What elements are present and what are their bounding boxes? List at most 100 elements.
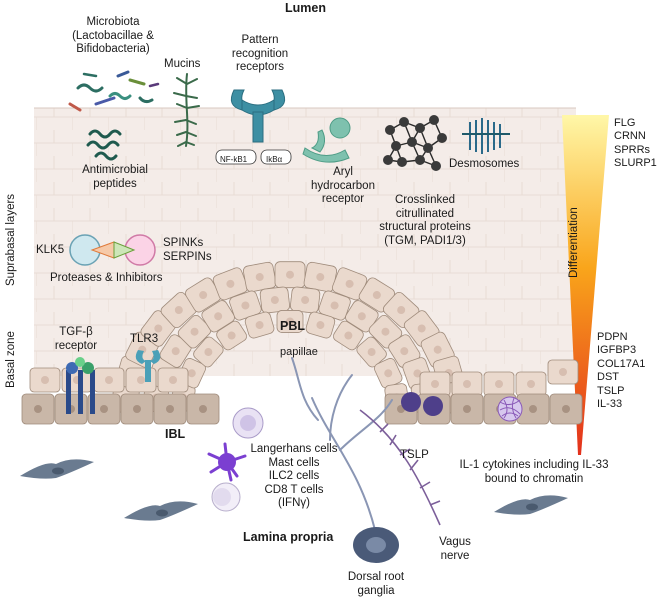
tslp-label: TSLP bbox=[400, 449, 429, 461]
langerhans-cell-icon bbox=[232, 407, 264, 439]
prr-label: Pattern recognition receptors bbox=[231, 34, 289, 73]
basal-cell-row bbox=[21, 393, 583, 425]
immune-cells-label: Langerhans cells Mast cells ILC2 cells C… bbox=[250, 443, 338, 509]
epithelial-cell bbox=[157, 367, 189, 393]
crosslinked-label: Crosslinked citrullinated structural pro… bbox=[379, 194, 471, 247]
epithelial-cell bbox=[216, 320, 247, 351]
fibroblast-icon bbox=[124, 501, 198, 521]
basal-axis-label: Basal zone bbox=[5, 331, 17, 388]
antimicrobial-peptide-icon bbox=[86, 129, 122, 161]
marker-item: IL-33 bbox=[597, 398, 623, 411]
marker-item: SPRRs bbox=[614, 143, 651, 156]
nfkb-box bbox=[215, 149, 257, 165]
epithelial-cell bbox=[356, 336, 387, 368]
epithelial-cell bbox=[160, 291, 198, 329]
epithelial-cell bbox=[483, 371, 515, 397]
marker-item: DST bbox=[597, 371, 619, 384]
marker-item: IGFBP3 bbox=[597, 344, 637, 357]
basal-cell bbox=[153, 393, 187, 425]
sensory-nerve bbox=[291, 357, 393, 531]
lamina-propria-label: Lamina propria bbox=[243, 530, 334, 544]
mucins-label: Mucins bbox=[164, 58, 201, 70]
diagram-artwork bbox=[20, 70, 609, 563]
marker-item: COL17A1 bbox=[597, 357, 646, 370]
drg-label: Dorsal root ganglia bbox=[347, 571, 405, 597]
epithelial-cell bbox=[177, 315, 212, 349]
ikba-box bbox=[260, 149, 292, 165]
epithelial-cell bbox=[125, 367, 157, 393]
spink-arrow bbox=[113, 241, 136, 259]
epithelial-cell bbox=[374, 358, 403, 389]
epithelial-cell bbox=[318, 290, 351, 321]
papillae-label: papillae bbox=[280, 346, 318, 358]
basal-cell bbox=[516, 393, 550, 425]
basal-cell bbox=[450, 393, 484, 425]
vagus-label: Vagus nerve bbox=[439, 536, 471, 562]
vagus-nerve bbox=[359, 409, 441, 526]
epithelial-cell bbox=[419, 371, 451, 397]
epithelial-cell bbox=[289, 286, 321, 314]
epithelial-cell bbox=[159, 334, 192, 368]
marker-item: PDPN bbox=[597, 331, 628, 343]
mucin-icon bbox=[173, 73, 200, 147]
marker-item: FLG bbox=[614, 117, 636, 129]
epithelial-cell bbox=[244, 311, 275, 339]
epithelial-cell bbox=[276, 310, 304, 333]
spinks-label: SPINKs SERPINs bbox=[163, 237, 212, 263]
crosslinked-network-icon bbox=[383, 115, 447, 171]
basal-cell bbox=[87, 393, 121, 425]
ibl-label: IBL bbox=[165, 427, 186, 441]
epithelial-cell bbox=[515, 371, 547, 397]
diagram-canvas: Lumen Microbiota (Lactobacillae & Bifido… bbox=[5, 1, 657, 597]
suprabasal-axis-label: Suprabasal layers bbox=[5, 193, 17, 286]
marker-item: SLURP1 bbox=[614, 157, 657, 170]
marker-item: TSLP bbox=[597, 384, 625, 397]
amp-label: Antimicrobial peptides bbox=[82, 164, 148, 190]
tlr3-receptor-icon bbox=[135, 350, 161, 382]
differentiation-label: Differentiation bbox=[568, 207, 580, 278]
epithelial-cell bbox=[274, 261, 306, 289]
fibroblast-group bbox=[20, 459, 568, 521]
microbiota-label: Microbiota (Lactobacillae & Bifidobacter… bbox=[72, 16, 154, 55]
ilc2-cell-icon bbox=[211, 482, 241, 512]
proteases-label: Proteases & Inhibitors bbox=[50, 272, 163, 284]
epithelial-cell bbox=[259, 286, 291, 314]
nfkb-label: NF-kB1 bbox=[220, 155, 248, 164]
basal-cell bbox=[549, 393, 583, 425]
tgfb-receptor-icon bbox=[66, 357, 95, 414]
epithelial-cell bbox=[368, 315, 403, 349]
basal-markers-list: PDPN IGFBP3 COL17A1 DST TSLP IL-33 bbox=[597, 331, 645, 411]
epithelial-cell bbox=[29, 367, 61, 393]
ikba-label: IkBα bbox=[266, 155, 283, 164]
epithelial-cell bbox=[93, 367, 125, 393]
mast-cell-icon bbox=[207, 442, 247, 482]
basal-cell bbox=[21, 393, 55, 425]
tslp-sphere-1 bbox=[401, 392, 421, 412]
epithelial-cell bbox=[212, 267, 249, 301]
epithelial-cell bbox=[305, 311, 336, 339]
epithelial-cell bbox=[193, 336, 224, 368]
basal-cell bbox=[186, 393, 220, 425]
ahr-receptor-icon bbox=[302, 117, 351, 163]
epithelial-cell bbox=[229, 290, 262, 321]
basal-cell bbox=[120, 393, 154, 425]
tlr3-label: TLR3 bbox=[130, 333, 159, 345]
differentiation-gradient bbox=[562, 115, 609, 455]
epithelial-cell bbox=[242, 261, 277, 293]
epithelial-cell bbox=[358, 277, 395, 313]
prr-receptor-icon bbox=[230, 89, 286, 143]
microbiota-icon bbox=[68, 70, 160, 112]
klk5-label: KLK5 bbox=[36, 244, 65, 256]
pbl-label: PBL bbox=[280, 319, 305, 333]
il1-label: IL-1 cytokines including IL-33 bound to … bbox=[459, 459, 609, 485]
chromatin-icon bbox=[497, 396, 523, 422]
tgfb-label: TGF-β receptor bbox=[54, 326, 98, 352]
tslp-sphere-2 bbox=[423, 396, 443, 416]
desmosomes-label: Desmosomes bbox=[449, 158, 520, 170]
epithelial-cell bbox=[201, 300, 235, 333]
epithelial-cell bbox=[451, 371, 483, 397]
marker-item: CRNN bbox=[614, 130, 646, 143]
fibroblast-icon bbox=[20, 459, 94, 479]
epithelial-cell bbox=[547, 359, 579, 385]
lumen-label: Lumen bbox=[285, 1, 326, 15]
